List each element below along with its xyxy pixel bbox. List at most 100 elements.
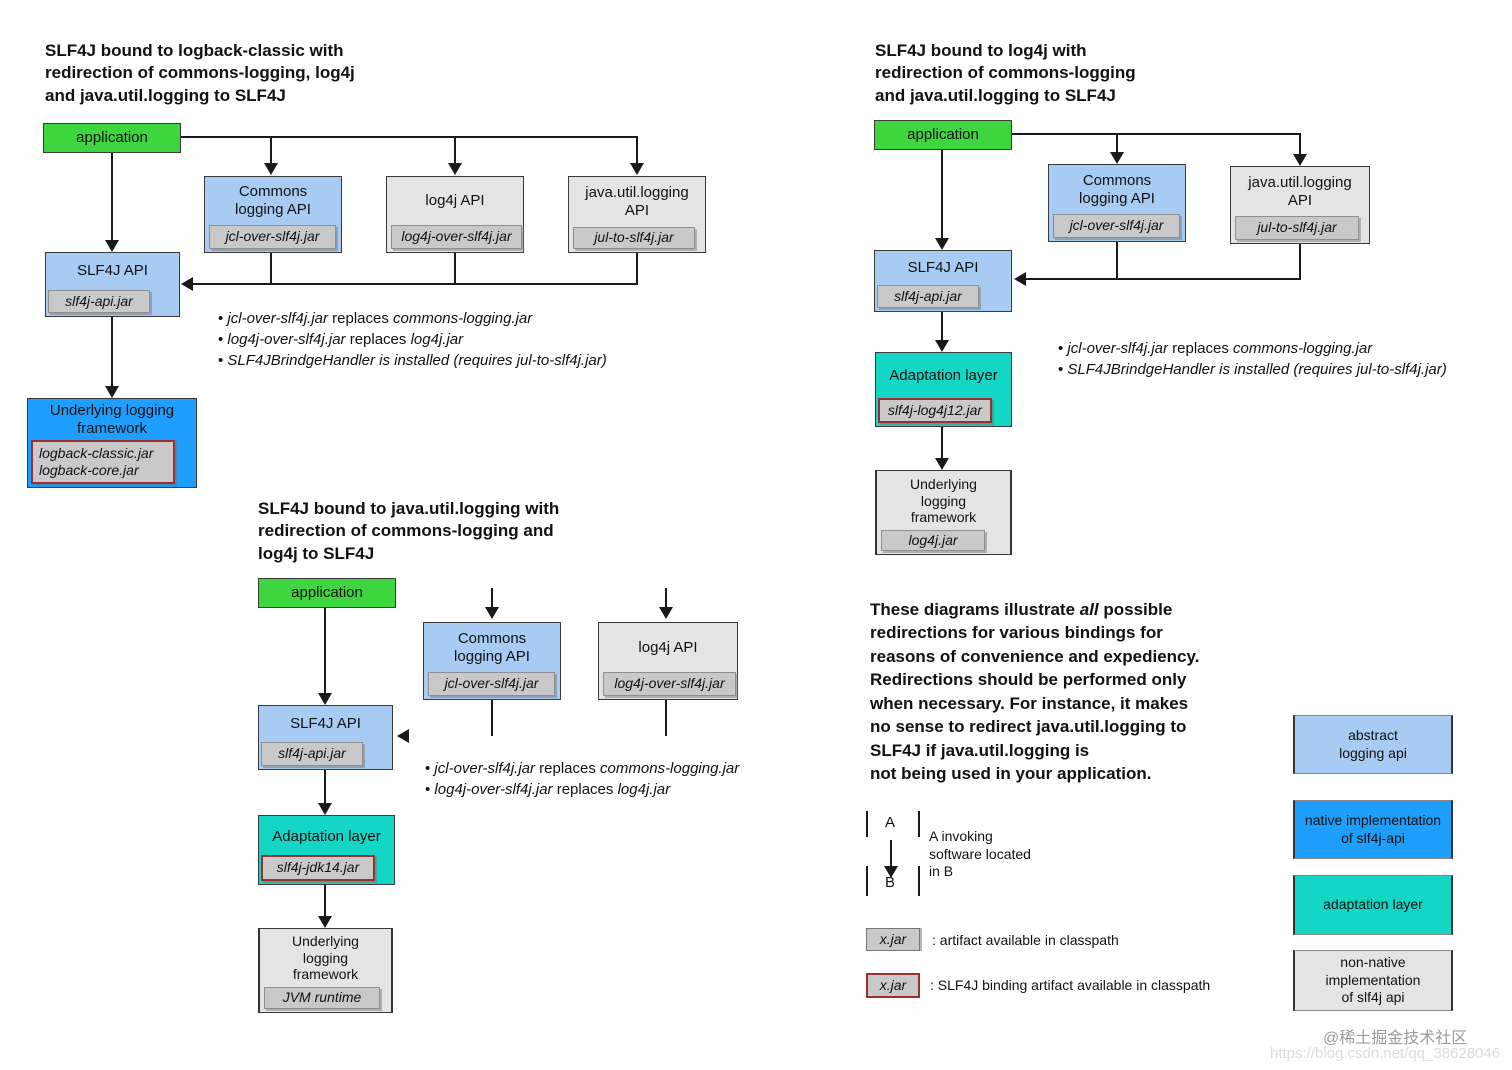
bullet-item: jcl-over-slf4j.jar replaces commons-logg… xyxy=(1058,338,1447,359)
legend-color-label: adaptation layer xyxy=(1323,896,1423,913)
diagram1-commons-label: Commons logging API xyxy=(235,183,311,218)
diagram3-adaptation-label: Adaptation layer xyxy=(272,828,381,846)
diagram2-bullets: jcl-over-slf4j.jar replaces commons-logg… xyxy=(1058,338,1447,380)
watermark-community: @稀土掘金技术社区 xyxy=(1323,1030,1468,1047)
diagram2-application-box: application xyxy=(874,120,1012,150)
diagram1-log4j-label: log4j API xyxy=(425,192,485,210)
diagram2-adaptation-box: Adaptation layer slf4j-log4j12.jar xyxy=(875,352,1012,427)
legend-box-edge xyxy=(918,811,920,837)
diagram2-underlying-box: Underlying logging framework log4j.jar xyxy=(875,470,1012,555)
diagram3-bullets: jcl-over-slf4j.jar replaces commons-logg… xyxy=(425,758,739,800)
diagram2-underlying-jar: log4j.jar xyxy=(881,530,985,551)
connector xyxy=(270,138,272,163)
connector xyxy=(270,253,272,284)
arrowhead-down xyxy=(105,386,119,398)
connector xyxy=(941,427,943,458)
bullet-item: SLF4JBrindgeHandler is installed (requir… xyxy=(1058,359,1446,380)
connector xyxy=(491,588,493,607)
diagram1-title: SLF4J bound to logback-classic with redi… xyxy=(45,41,355,105)
connector xyxy=(665,700,667,736)
diagram3-underlying-label: Underlying logging framework xyxy=(292,933,359,983)
diagram1-log4j-box: log4j API log4j-over-slf4j.jar xyxy=(386,176,524,253)
bullet-item: SLF4JBrindgeHandler is installed (requir… xyxy=(218,350,606,371)
diagram3-slf4j-label: SLF4J API xyxy=(290,715,361,733)
diagram3-commons-box: Commons logging API jcl-over-slf4j.jar xyxy=(423,622,561,700)
diagram3-application-box: application xyxy=(258,578,396,608)
diagram1-jul-box: java.util.logging API jul-to-slf4j.jar xyxy=(568,176,706,253)
arrowhead-down xyxy=(318,693,332,705)
legend-arrow-note: A invoking software located in B xyxy=(929,828,1031,879)
legend-color-label: native implementation of slf4j-api xyxy=(1304,812,1442,846)
connector xyxy=(324,770,326,803)
arrowhead-down xyxy=(1293,154,1307,166)
connector xyxy=(491,700,493,736)
note-paragraph: These diagrams illustrate all possible r… xyxy=(870,600,1200,784)
arrowhead-down xyxy=(448,163,462,175)
legend-binding-jar-box: x.jar xyxy=(866,973,920,998)
connector xyxy=(1012,133,1301,135)
arrowhead-left xyxy=(1014,272,1026,286)
diagram3-log4j-jar: log4j-over-slf4j.jar xyxy=(603,672,736,696)
diagram1-slf4j-box: SLF4J API slf4j-api.jar xyxy=(45,252,180,317)
connector xyxy=(454,253,456,284)
diagram1-bullets: jcl-over-slf4j.jar replaces commons-logg… xyxy=(218,308,607,371)
legend-a-label: A xyxy=(885,814,896,831)
connector xyxy=(324,608,326,693)
legend-box-edge xyxy=(866,866,868,896)
legend-box-edge xyxy=(918,866,920,896)
arrowhead-down xyxy=(1110,152,1124,164)
connector xyxy=(941,150,943,238)
connector xyxy=(636,138,638,163)
diagram3-log4j-box: log4j API log4j-over-slf4j.jar xyxy=(598,622,738,700)
bullet-item: log4j-over-slf4j.jar replaces log4j.jar xyxy=(425,779,739,800)
legend-jar-label: x.jar xyxy=(879,976,907,993)
arrowhead-down xyxy=(659,607,673,619)
connector xyxy=(111,317,113,387)
legend-color-label: non-native implementation of slf4j api xyxy=(1325,954,1421,1006)
diagram3-slf4j-jar: slf4j-api.jar xyxy=(261,742,363,766)
arrowhead-down xyxy=(264,163,278,175)
diagram2-slf4j-box: SLF4J API slf4j-api.jar xyxy=(874,250,1012,312)
connector xyxy=(941,312,943,340)
legend-color-abstract-api: abstract logging api xyxy=(1293,715,1453,774)
diagram3-commons-jar: jcl-over-slf4j.jar xyxy=(428,672,555,696)
diagram2-application-label: application xyxy=(907,125,979,143)
legend-color-label: abstract logging api xyxy=(1339,727,1407,761)
diagram2-jul-label: java.util.logging API xyxy=(1248,174,1352,209)
diagram2-adaptation-label: Adaptation layer xyxy=(889,367,998,385)
connector xyxy=(181,136,638,138)
diagram3-underlying-jar: JVM runtime xyxy=(264,987,380,1009)
arrowhead-down xyxy=(318,916,332,928)
connector xyxy=(193,283,638,285)
bullet-item: log4j-over-slf4j.jar replaces log4j.jar xyxy=(218,329,607,350)
connector xyxy=(111,153,113,241)
connector xyxy=(1299,244,1301,279)
diagram1-jul-label: java.util.logging API xyxy=(585,184,689,219)
diagram1-underlying-jar: logback-classic.jar logback-core.jar xyxy=(31,440,175,484)
diagram2-commons-jar: jcl-over-slf4j.jar xyxy=(1053,214,1180,238)
legend-box-edge xyxy=(866,811,868,837)
connector xyxy=(1026,278,1301,280)
diagram1-commons-jar: jcl-over-slf4j.jar xyxy=(209,225,336,249)
diagram1-slf4j-label: SLF4J API xyxy=(77,262,148,280)
arrowhead-down xyxy=(884,866,898,878)
diagram2-adaptation-jar: slf4j-log4j12.jar xyxy=(878,398,992,423)
arrowhead-down xyxy=(935,238,949,250)
diagram3-log4j-label: log4j API xyxy=(638,638,698,656)
diagram3-adaptation-jar: slf4j-jdk14.jar xyxy=(261,855,375,881)
diagram1-application-label: application xyxy=(76,128,148,146)
connector xyxy=(1116,135,1118,152)
diagram2-slf4j-jar: slf4j-api.jar xyxy=(877,285,979,308)
connector xyxy=(890,840,892,866)
diagram3-application-label: application xyxy=(291,583,363,601)
diagram1-application-box: application xyxy=(43,123,181,153)
connector xyxy=(324,885,326,916)
diagram1-jul-jar: jul-to-slf4j.jar xyxy=(573,227,695,249)
connector xyxy=(665,588,667,607)
bullet-item: jcl-over-slf4j.jar replaces commons-logg… xyxy=(218,308,607,329)
diagram3-underlying-box: Underlying logging framework JVM runtime xyxy=(258,928,393,1013)
arrowhead-down xyxy=(630,163,644,175)
diagram2-jul-jar: jul-to-slf4j.jar xyxy=(1235,216,1359,240)
legend-artifact-jar-box: x.jar xyxy=(866,928,920,951)
